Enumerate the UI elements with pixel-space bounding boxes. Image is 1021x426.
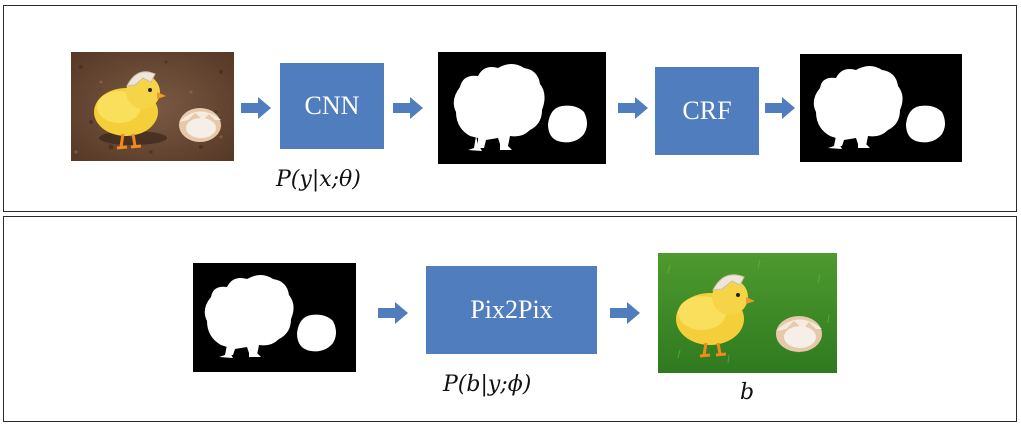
input-chick-photo bbox=[71, 52, 234, 161]
generated-chick-photo bbox=[658, 253, 837, 373]
pix2pix-formula: P(b|y;ϕ) bbox=[443, 372, 532, 397]
cnn-box: CNN bbox=[280, 63, 384, 149]
crf-refined-mask bbox=[800, 54, 962, 162]
crf-box: CRF bbox=[655, 67, 759, 155]
cnn-label: CNN bbox=[304, 91, 360, 120]
cnn-segmentation-mask bbox=[438, 52, 606, 164]
arrow-to-output-icon bbox=[610, 302, 640, 324]
input-segmentation-mask bbox=[193, 263, 356, 372]
arrow-to-refined-mask-icon bbox=[765, 97, 795, 119]
arrow-to-mask-icon bbox=[393, 97, 423, 119]
pix2pix-box: Pix2Pix bbox=[426, 266, 597, 354]
arrow-to-crf-icon bbox=[618, 97, 648, 119]
cnn-formula: P(y|x;θ) bbox=[276, 167, 361, 192]
arrow-to-cnn-icon bbox=[241, 97, 271, 119]
pix2pix-label: Pix2Pix bbox=[470, 295, 553, 324]
arrow-to-pix2pix-icon bbox=[378, 302, 408, 324]
crf-label: CRF bbox=[682, 96, 732, 125]
output-label: b bbox=[740, 380, 755, 405]
